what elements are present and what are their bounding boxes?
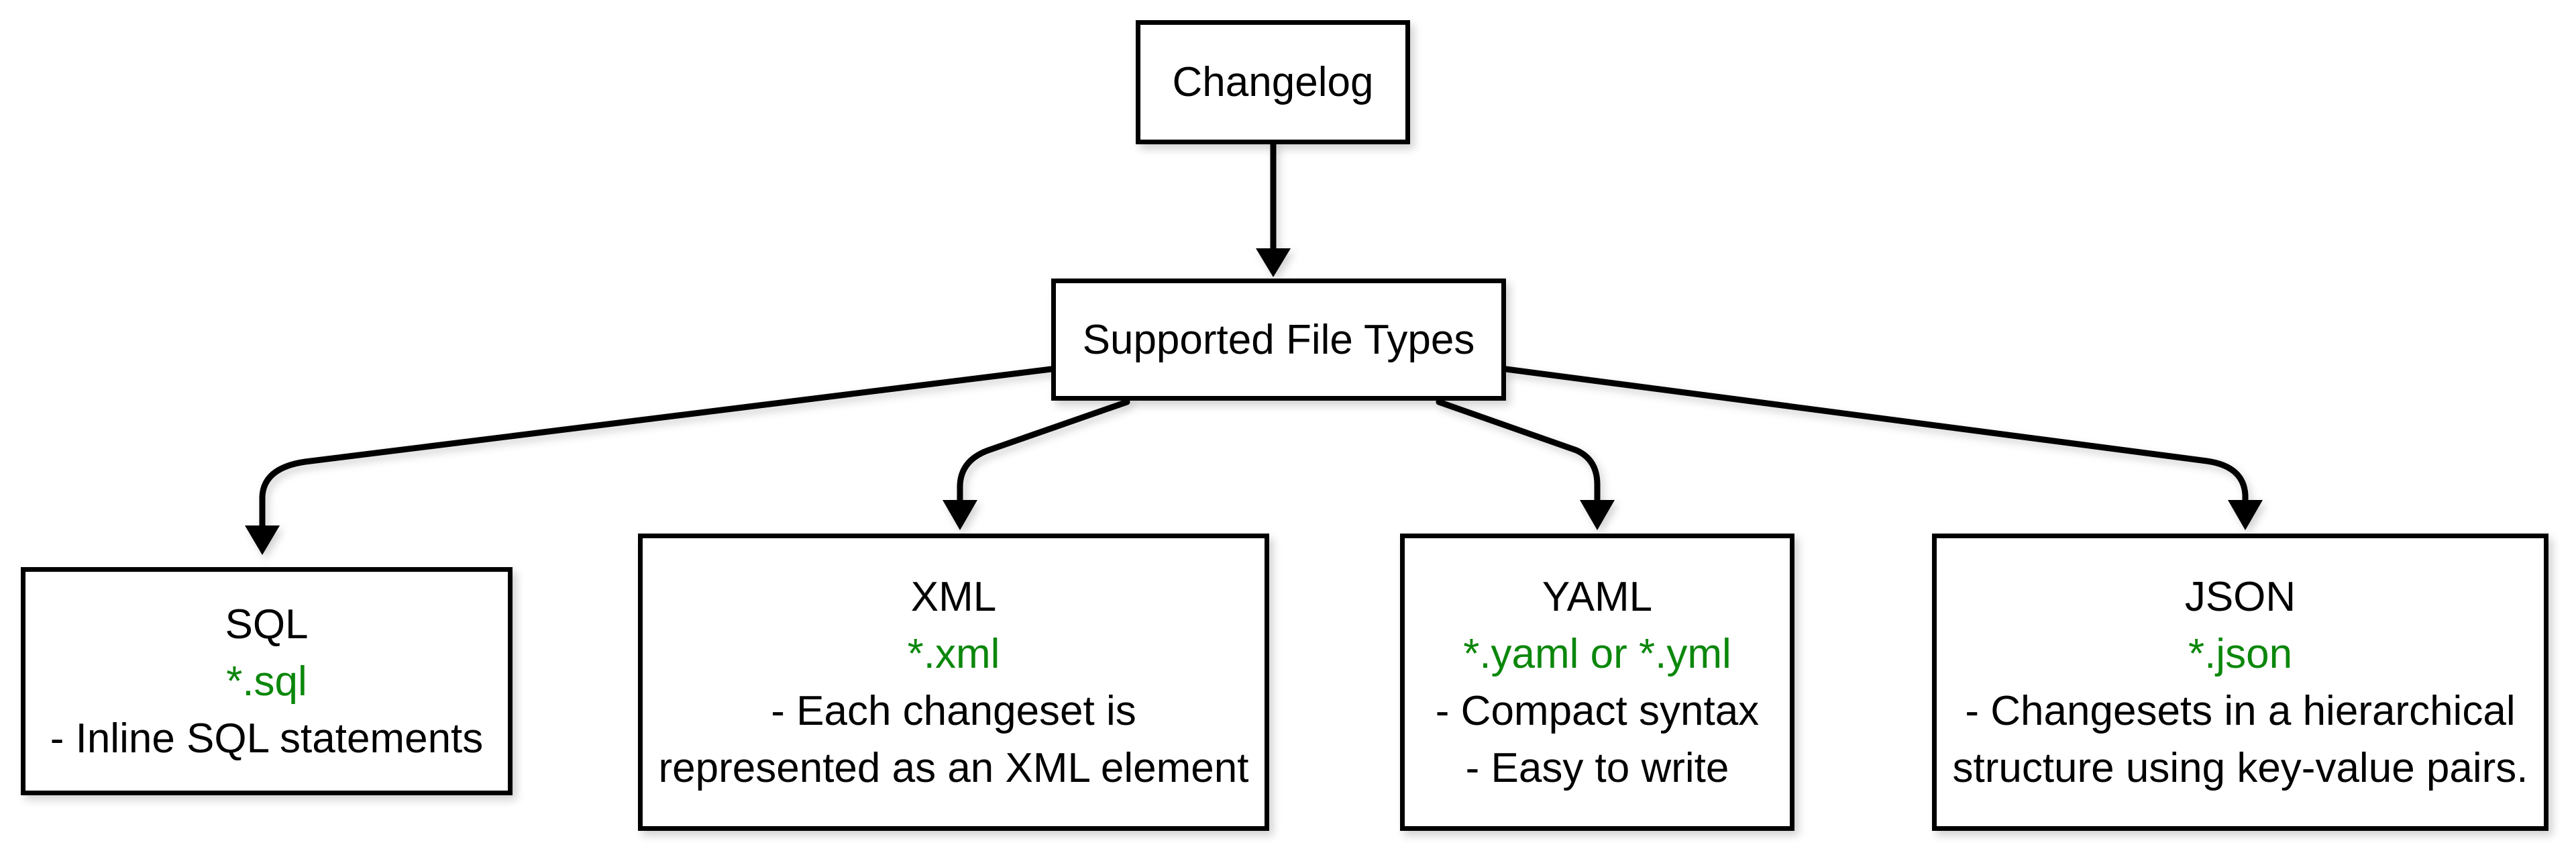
node-sql: SQL *.sql - Inline SQL statements [21, 567, 513, 795]
arrowhead-yaml [1580, 500, 1615, 530]
file-type-pattern: *.xml [907, 630, 1000, 677]
arrowhead-supported [1256, 248, 1291, 277]
node-changelog: Changelog [1136, 20, 1410, 144]
file-type-note-line: represented as an XML element [658, 744, 1249, 791]
edge-supported-to-yaml [1436, 399, 1601, 505]
arrowhead-xml [943, 500, 977, 530]
file-type-note-line: - Compact syntax [1435, 687, 1760, 734]
node-json: JSON *.json - Changesets in a hierarchic… [1932, 534, 2548, 831]
file-type-note-line: structure using key-value pairs. [1952, 744, 2528, 791]
node-xml: XML *.xml - Each changeset is represente… [638, 534, 1269, 831]
file-type-note-line: - Easy to write [1465, 744, 1729, 791]
file-type-title: JSON [2184, 573, 2296, 620]
node-supported-file-types: Supported File Types [1051, 279, 1506, 401]
node-supported-file-types-label: Supported File Types [1082, 316, 1475, 363]
file-type-pattern: *.json [2188, 630, 2293, 677]
node-changelog-label: Changelog [1172, 59, 1374, 105]
file-type-pattern: *.sql [226, 658, 307, 705]
file-type-note-line: - Each changeset is [771, 687, 1136, 734]
arrowhead-json [2228, 500, 2263, 530]
edge-supported-to-xml [957, 399, 1130, 505]
file-type-title: SQL [225, 601, 309, 648]
edge-supported-to-sql [259, 366, 1055, 530]
arrowhead-sql [245, 525, 280, 555]
edge-supported-to-json [1503, 366, 2249, 505]
file-type-title: YAML [1542, 573, 1653, 620]
file-type-pattern: *.yaml or *.yml [1463, 630, 1731, 677]
file-type-title: XML [910, 573, 997, 620]
node-yaml: YAML *.yaml or *.yml - Compact syntax - … [1400, 534, 1794, 831]
file-type-note-line: - Inline SQL statements [50, 715, 484, 762]
file-type-note-line: - Changesets in a hierarchical [1965, 687, 2516, 734]
